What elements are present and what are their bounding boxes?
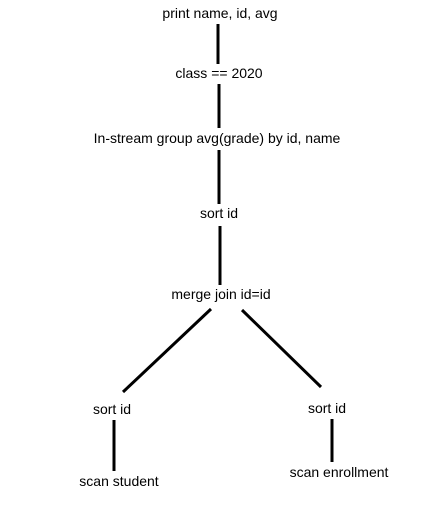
node-scan-student: scan student — [78, 473, 160, 489]
node-filter: class == 2020 — [174, 65, 264, 81]
node-sort-left: sort id — [91, 401, 133, 417]
node-sort-top: sort id — [198, 205, 240, 221]
node-sort-right: sort id — [306, 400, 348, 416]
node-scan-enrollment: scan enrollment — [288, 464, 390, 480]
edge-mergejoin-sortright — [240, 308, 323, 389]
edge-mergejoin-sortleft — [121, 307, 213, 394]
node-print: print name, id, avg — [161, 5, 279, 21]
node-merge-join: merge join id=id — [170, 286, 272, 302]
node-group: In-stream group avg(grade) by id, name — [92, 130, 342, 146]
